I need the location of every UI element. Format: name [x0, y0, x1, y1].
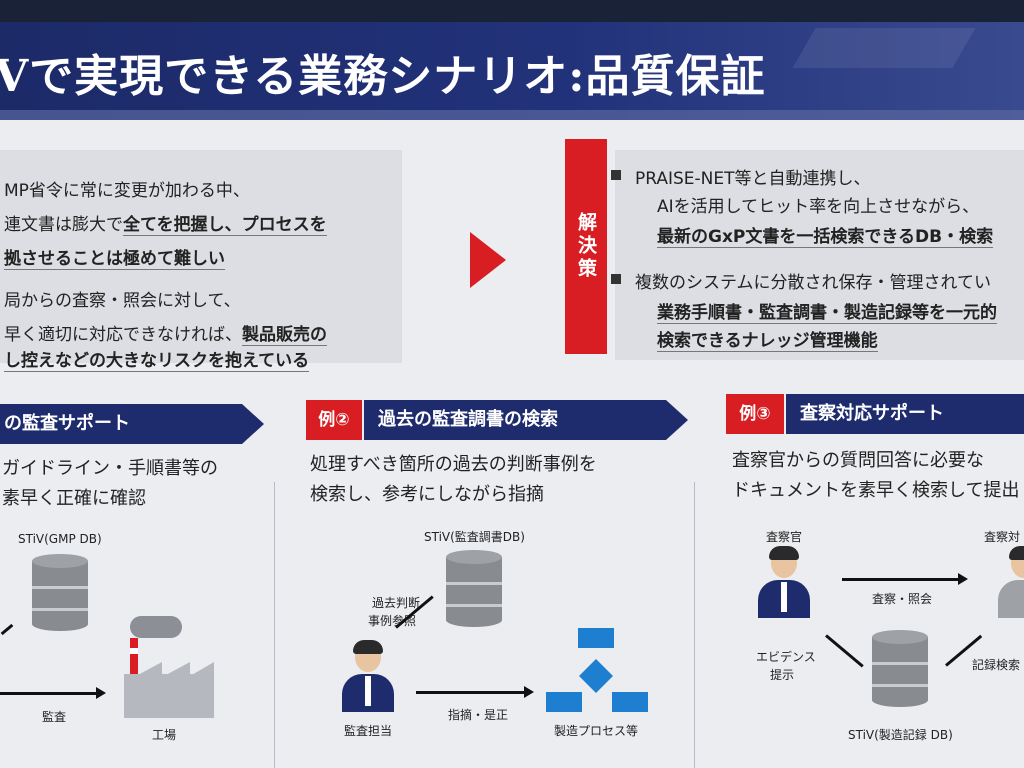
slide-board: Vで実現できる業務シナリオ:品質保証 MP省令に常に変更が加わる中、 連文書は膨…	[0, 22, 1024, 768]
example1-desc: ガイドライン・手順書等の 素早く正確に確認	[2, 454, 218, 514]
example3-badge: 例③	[726, 394, 784, 434]
bullet-square-icon	[611, 170, 621, 180]
example3-desc: 査察官からの質問回答に必要な ドキュメントを素早く検索して提出	[732, 446, 1019, 506]
example2-desc-line2: 検索し、参考にしながら指摘	[310, 484, 544, 505]
solution-item1-line1: PRAISE-NET等と自動連携し、	[635, 169, 871, 189]
solution-item1-line3: 最新のGxP文書を一括検索できるDB・検索	[657, 227, 994, 248]
example2-desc-line1: 処理すべき箇所の過去の判断事例を	[310, 454, 597, 475]
example2-person-label: 監査担当	[344, 724, 393, 738]
example2-arrow-label: 指摘・是正	[448, 708, 509, 722]
database-icon	[872, 630, 928, 714]
problem-line-1: MP省令に常に変更が加わる中、	[4, 181, 250, 201]
example1-notch	[242, 404, 264, 444]
auditor-person-icon	[340, 640, 396, 712]
problem-line-5: 早く適切に対応できなければ、製品販売の	[4, 325, 327, 346]
example2-ref-label-1: 過去判断	[372, 596, 421, 610]
audit-arrow-line	[0, 692, 96, 695]
evidence-arrow-line	[825, 634, 864, 668]
header-glare	[792, 28, 976, 68]
solution-tag: 解決策	[565, 139, 607, 354]
arrow-right-icon	[96, 687, 106, 699]
example2-desc: 処理すべき箇所の過去の判断事例を 検索し、参考にしながら指摘	[310, 450, 597, 510]
example1-title: の監査サポート	[4, 413, 130, 434]
problem-line-2: 連文書は膨大で全てを把握し、プロセスを	[4, 215, 327, 236]
example3-evidence-label-1: エビデンス	[756, 650, 816, 664]
factory-icon	[124, 608, 214, 718]
example1-db-label: STiV(GMP DB)	[18, 532, 102, 546]
panel-divider	[694, 482, 695, 768]
correction-arrow-line	[416, 691, 524, 694]
flowchart-box-icon	[612, 692, 648, 712]
example1-title-bar: の監査サポート	[0, 404, 264, 444]
database-icon	[32, 554, 88, 638]
example2-process-label: 製造プロセス等	[554, 724, 639, 738]
inquiry-arrow-line	[842, 578, 960, 581]
example3-arrow-label: 査察・照会	[872, 592, 933, 606]
example1-desc-line1: ガイドライン・手順書等の	[2, 458, 218, 479]
problem-box: MP省令に常に変更が加わる中、 連文書は膨大で全てを把握し、プロセスを 拠させる…	[0, 150, 402, 372]
example3-responder-label: 査察対	[984, 530, 1021, 544]
example2-title: 過去の監査調書の検索	[378, 409, 558, 430]
example1-arrow-label: 監査	[42, 710, 67, 724]
example3-title: 査察対応サポート	[800, 403, 944, 424]
responder-person-icon	[996, 546, 1024, 618]
problem-line-6: し控えなどの大きなリスクを抱えている	[4, 351, 310, 372]
example3-evidence-label-2: 提示	[770, 668, 795, 682]
slide-header: Vで実現できる業務シナリオ:品質保証	[0, 22, 1024, 120]
flowchart-box-icon	[546, 692, 582, 712]
example2-title-bar: 過去の監査調書の検索	[364, 400, 688, 440]
solution-item2-line1: 複数のシステムに分散され保存・管理されてい	[635, 273, 991, 293]
panel-divider	[274, 482, 275, 768]
problem-line-3: 拠させることは極めて難しい	[4, 249, 225, 270]
solution-box: PRAISE-NET等と自動連携し、 AIを活用してヒット率を向上させながら、 …	[611, 150, 1024, 360]
arrow-right-icon	[470, 232, 506, 288]
example3-desc-line1: 査察官からの質問回答に必要な	[732, 450, 984, 471]
solution-item2-line2: 業務手順書・監査調書・製造記録等を一元的	[657, 303, 997, 324]
example3-inspector-label: 査察官	[766, 530, 803, 544]
arrow-right-icon	[958, 573, 968, 585]
example2-db-label: STiV(監査調書DB)	[424, 530, 525, 544]
example3-db-label: STiV(製造記録 DB)	[848, 728, 953, 742]
inspector-person-icon	[756, 546, 812, 618]
example1-desc-line2: 素早く正確に確認	[2, 488, 146, 509]
bullet-square-icon	[611, 274, 621, 284]
example2-notch	[666, 400, 688, 440]
arrow-up-icon	[0, 623, 14, 636]
database-icon	[446, 550, 502, 634]
flowchart-icon	[578, 628, 614, 648]
slide-title: Vで実現できる業務シナリオ:品質保証	[0, 51, 766, 102]
example3-record-label: 記録検索	[972, 658, 1021, 672]
flowchart-decision-icon	[579, 659, 613, 693]
solution-item1-line2: AIを活用してヒット率を向上させながら、	[657, 197, 980, 217]
arrow-right-icon	[524, 686, 534, 698]
solution-item2-line3: 検索できるナレッジ管理機能	[657, 331, 878, 352]
problem-line-4: 局からの査察・照会に対して、	[4, 291, 241, 311]
example1-factory-label: 工場	[152, 728, 177, 742]
example3-title-bar: 査察対応サポート	[786, 394, 1024, 434]
header-band	[0, 110, 1024, 120]
example2-badge: 例②	[306, 400, 362, 440]
example3-desc-line2: ドキュメントを素早く検索して提出	[732, 480, 1020, 501]
